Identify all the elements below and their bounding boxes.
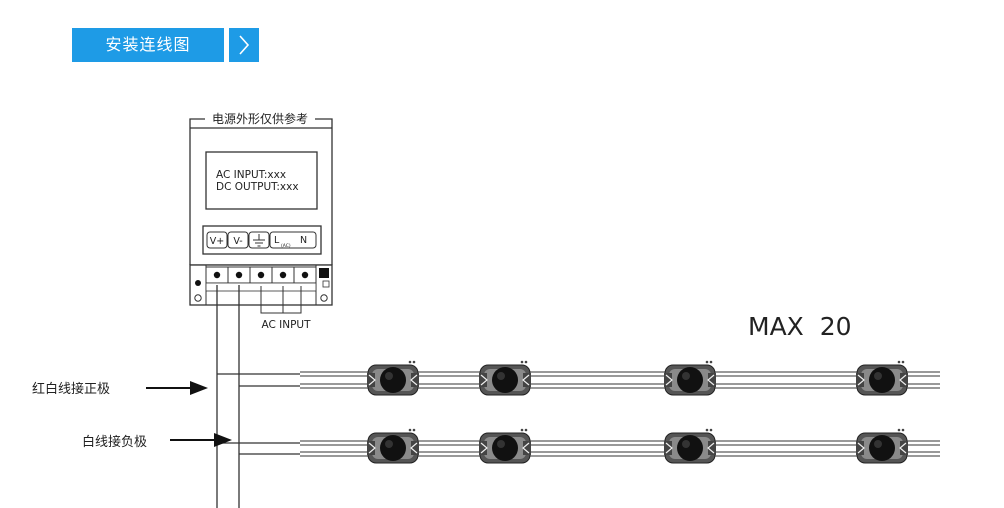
led-modules-row-1 [366,360,909,396]
terminal-label-vplus: V+ [210,236,224,247]
ground-icon [253,234,265,247]
terminal-label-l-sub: (AC) [281,243,291,249]
led-module [478,360,532,396]
arrow-right-icon [146,381,208,395]
led-module [366,360,420,396]
arrow-right-icon [170,433,232,447]
led-module [366,428,420,464]
terminal-screws [195,271,309,286]
psu-display [205,151,318,210]
psu-display-line2: DC OUTPUT:xxx [216,181,299,193]
terminal-label-n: N [300,235,307,246]
led-module [663,360,717,396]
led-modules-row-2 [366,428,909,464]
section-title: 安装连线图 [72,28,224,62]
terminal-label-vminus: V- [233,236,242,247]
next-button[interactable] [229,28,259,62]
psu-caption: 电源外形仅供参考 [212,111,308,126]
output-wires [216,285,300,508]
led-module [663,428,717,464]
terminal-label-l: L [274,235,280,246]
ac-input-leads [260,286,302,314]
ac-input-label: AC INPUT [261,319,311,331]
negative-label: 白线接负极 [82,434,147,450]
chevron-right-icon [239,35,250,55]
header-bar: 安装连线图 [72,28,259,62]
positive-label: 红白线接正极 [32,381,110,397]
psu-display-line1: AC INPUT:xxx [216,169,286,181]
power-supply: 电源外形仅供参考 AC INPUT:xxx DC OUTPUT:xxx V+ V… [189,111,333,331]
led-module [855,428,909,464]
max-count-label: MAX 20 [748,312,852,341]
led-module [855,360,909,396]
led-module [478,428,532,464]
